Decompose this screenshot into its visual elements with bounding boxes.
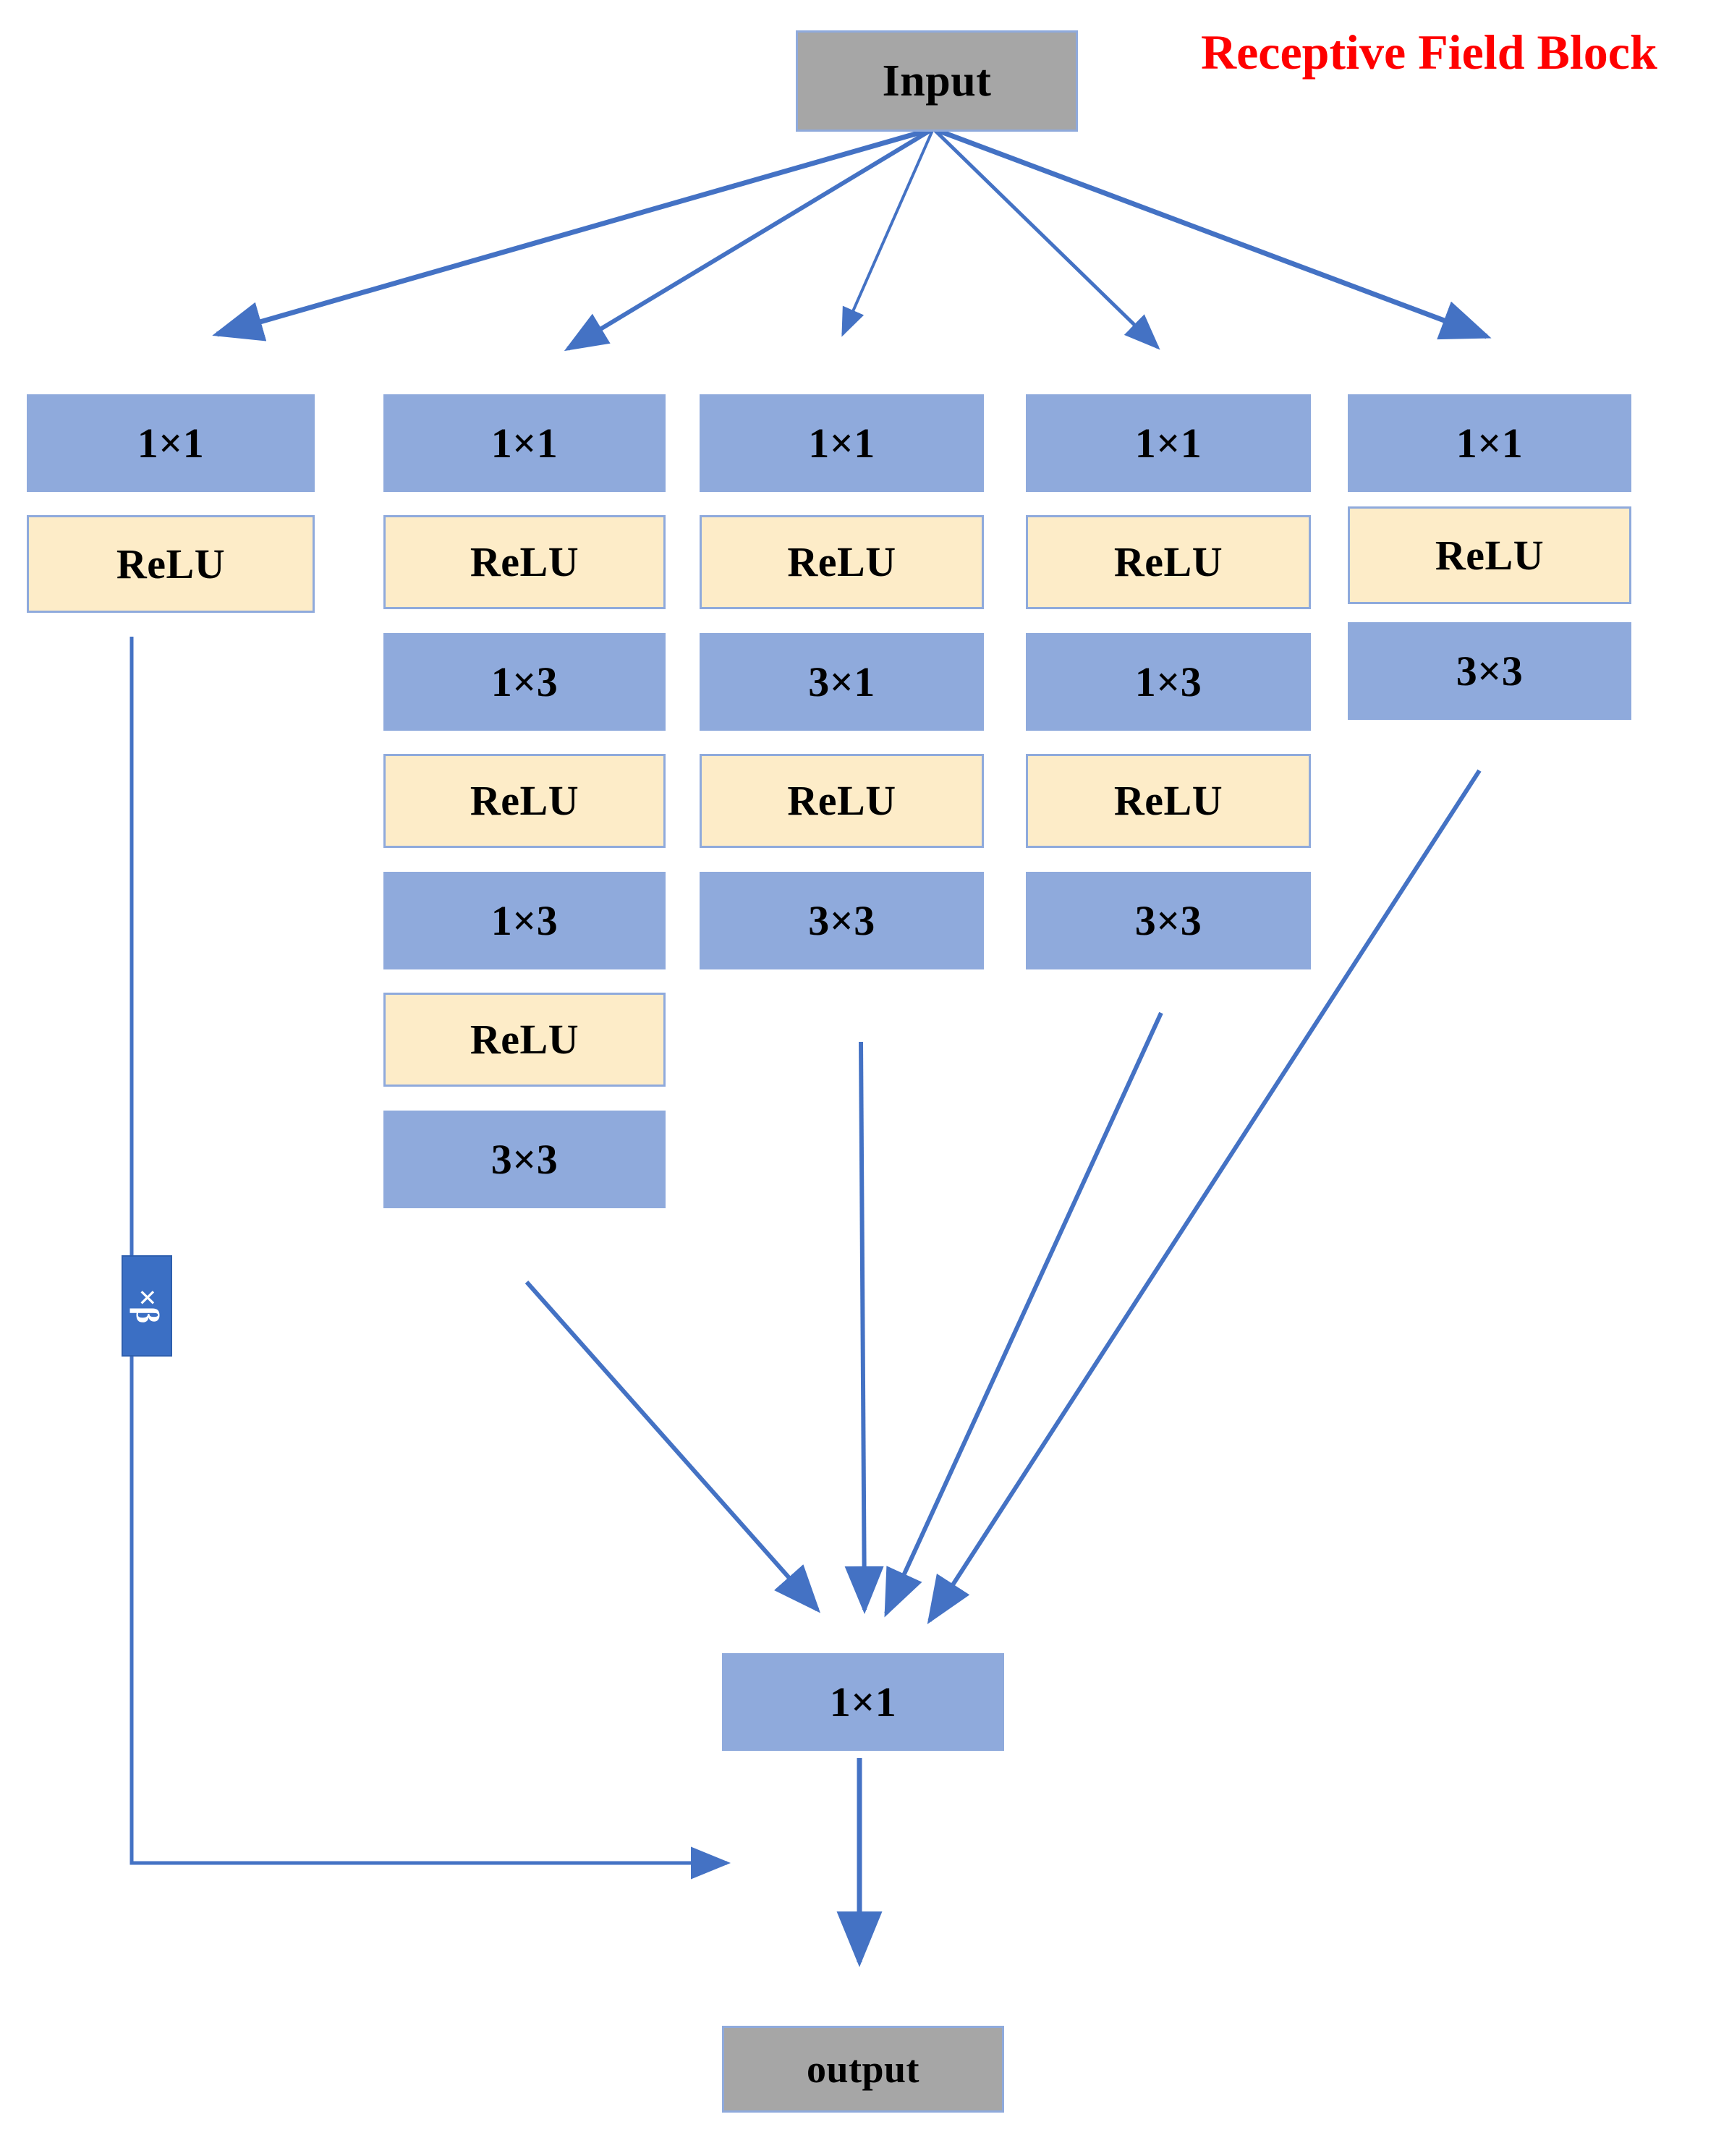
branch-3-step-3-relu: ReLU (700, 754, 984, 848)
branch-3-step-0-conv: 1×1 (700, 394, 984, 492)
branch-4-step-4-conv: 3×3 (1026, 872, 1311, 969)
input-fanout-arrows (212, 126, 1492, 352)
branch-2-step-0-conv: 1×1 (383, 394, 666, 492)
block-title: Receptive Field Block (1201, 25, 1657, 80)
branch-2-step-1-relu: ReLU (383, 515, 666, 609)
branch-3-step-4-conv: 3×3 (700, 872, 984, 969)
branch-4-step-2-conv: 1×3 (1026, 633, 1311, 731)
branch-4-step-1-relu: ReLU (1026, 515, 1311, 609)
shortcut-scale-tag: ×β (122, 1255, 172, 1357)
branch-merge-arrows (524, 769, 1482, 1625)
shortcut-scale-label: ×β (129, 1288, 165, 1324)
branch-2-step-2-conv: 1×3 (383, 633, 666, 731)
branch-2-step-3-relu: ReLU (383, 754, 666, 848)
branch-2-step-6-conv: 3×3 (383, 1111, 666, 1208)
merge-conv-node: 1×1 (722, 1653, 1004, 1751)
branch-5-step-0-conv: 1×1 (1348, 394, 1631, 492)
branch-5-step-2-conv: 3×3 (1348, 622, 1631, 720)
branch-2-step-5-relu: ReLU (383, 993, 666, 1087)
branch-3-step-2-conv: 3×1 (700, 633, 984, 731)
branch-2-step-4-conv: 1×3 (383, 872, 666, 969)
branch-1-step-1-relu: ReLU (27, 515, 315, 613)
output-node: output (722, 2026, 1004, 2113)
branch-4-step-0-conv: 1×1 (1026, 394, 1311, 492)
branch-4-step-3-relu: ReLU (1026, 754, 1311, 848)
branch-3-step-1-relu: ReLU (700, 515, 984, 609)
branch-1-step-0-conv: 1×1 (27, 394, 315, 492)
input-node: Input (796, 30, 1078, 132)
branch-5-step-1-relu: ReLU (1348, 506, 1631, 604)
